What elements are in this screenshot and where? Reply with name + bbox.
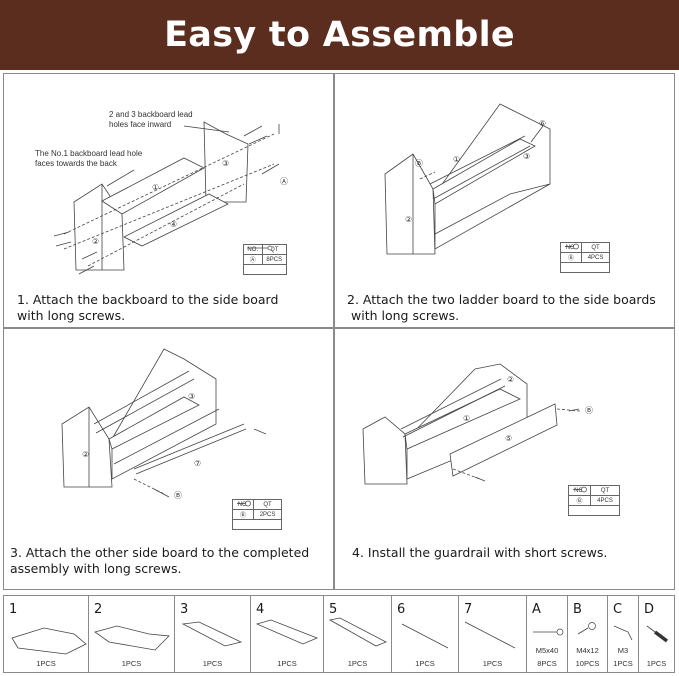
label-b: Ⓑ (415, 159, 423, 168)
step-3-diagram: ③ ② ⑦ Ⓑ (61, 348, 267, 500)
short-screw-icon (560, 243, 610, 273)
page-title: Easy to Assemble (164, 15, 515, 55)
label-4: ④ (170, 220, 177, 229)
label-2: ② (92, 237, 99, 246)
short-screw-icon (232, 500, 282, 530)
part-6: 6 1PCS (392, 596, 459, 672)
board-icon (181, 621, 243, 647)
part-4: 4 1PCS (251, 596, 324, 672)
note-lead-holes: 2 and 3 backboard lead holes face inward (109, 110, 193, 129)
label-3: ③ (523, 152, 530, 161)
parts-list: 1 1PCS 2 1PCS 3 1PCS 4 1PCS 5 1PCS 6 1PC… (3, 595, 675, 673)
label-5: ⑤ (505, 434, 512, 443)
part-3: 3 1PCS (175, 596, 251, 672)
step-4-caption: 4. Install the guardrail with short scre… (352, 545, 608, 560)
step-1-diagram: ① ② ③ ④ Ⓐ (53, 121, 288, 275)
header-banner: Easy to Assemble (0, 0, 679, 70)
short-screw-icon (568, 486, 620, 516)
board-icon (255, 619, 319, 645)
label-1: ① (453, 155, 460, 164)
side-board-icon (94, 625, 170, 651)
hex-key-icon (613, 625, 633, 641)
part-1: 1 1PCS (4, 596, 89, 672)
step-1-caption: 1. Attach the backboard to the side boar… (17, 292, 279, 323)
long-screw-icon (533, 628, 564, 636)
part-a: A M5x40 8PCS (527, 596, 568, 672)
board-icon (328, 617, 387, 647)
part-d: D 1PCS (639, 596, 674, 672)
part-c: C M3 1PCS (608, 596, 639, 672)
part-5: 5 1PCS (324, 596, 392, 672)
screwdriver-icon (646, 625, 669, 643)
part-b: B M4x12 10PCS (568, 596, 608, 672)
step-2-caption: 2. Attach the two ladder board to the si… (347, 292, 656, 323)
label-1: ① (463, 414, 470, 423)
label-a: Ⓐ (280, 177, 288, 186)
long-screw-icon (243, 245, 287, 275)
label-3: ③ (222, 159, 229, 168)
step-1-panel: ① ② ③ ④ Ⓐ 2 and 3 backboard lead holes f… (3, 73, 334, 328)
label-3: ③ (188, 392, 195, 401)
short-screw-icon (577, 622, 596, 635)
label-2: ② (405, 215, 412, 224)
rod-icon (401, 623, 449, 649)
label-b: Ⓑ (174, 491, 182, 500)
part-2: 2 1PCS (89, 596, 175, 672)
label-6: ⑥ (539, 119, 546, 128)
step-4-diagram: ① ② ⑤ Ⓑ (362, 363, 593, 485)
label-2: ② (507, 375, 514, 384)
label-1: ① (152, 183, 159, 192)
rod-icon (464, 621, 516, 649)
side-board-icon (11, 627, 87, 655)
step-3-caption: 3. Attach the other side board to the co… (10, 545, 310, 576)
label-b: Ⓑ (585, 406, 593, 415)
step-2-diagram: ① ② ③ ⑥ Ⓑ (384, 103, 551, 255)
note-backboard: The No.1 backboard lead hole faces towar… (35, 149, 143, 168)
part-7: 7 1PCS (459, 596, 527, 672)
label-2: ② (82, 450, 89, 459)
label-7: ⑦ (194, 459, 201, 468)
